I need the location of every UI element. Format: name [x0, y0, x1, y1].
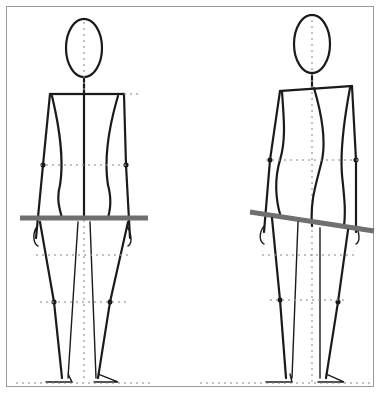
left-upper-arm — [270, 91, 280, 160]
right-knee-joint — [107, 299, 112, 304]
left-shin — [54, 302, 62, 378]
torso-left-side — [52, 96, 62, 218]
torso-right-side — [106, 96, 118, 218]
right-foot — [318, 374, 344, 382]
left-elbow-joint — [267, 157, 272, 162]
left-knee-joint — [277, 297, 282, 302]
right-upper-arm — [352, 86, 356, 160]
figure-tilted-posture — [200, 15, 374, 383]
right-thigh — [110, 222, 128, 302]
right-upper-arm — [124, 94, 126, 165]
right-inner-leg — [90, 222, 96, 378]
right-shin — [98, 302, 110, 378]
left-inner-leg — [68, 222, 78, 378]
left-shin — [280, 300, 286, 378]
left-forearm — [264, 160, 270, 232]
left-thigh — [40, 222, 54, 302]
left-foot — [266, 374, 292, 382]
curved-spine — [312, 88, 324, 226]
torso-right-side — [341, 88, 350, 226]
figure-level-posture — [16, 19, 150, 383]
shoulder-line — [280, 86, 352, 91]
left-thigh — [272, 218, 280, 300]
right-thigh — [338, 230, 348, 302]
right-shin — [326, 302, 338, 378]
left-upper-arm — [43, 94, 50, 165]
